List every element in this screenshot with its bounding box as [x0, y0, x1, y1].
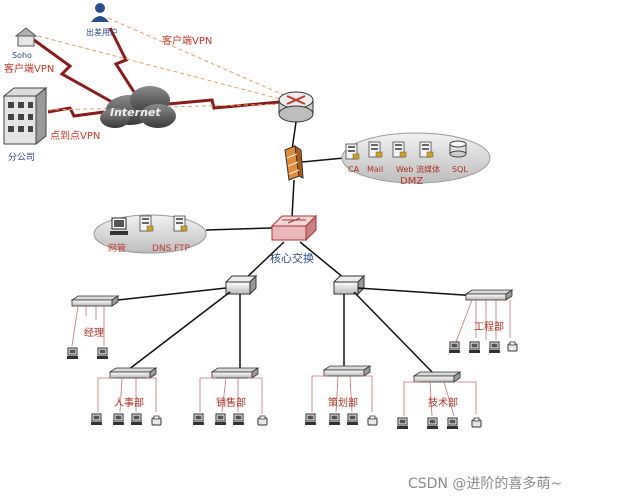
dmz-server-web-icon	[392, 141, 407, 158]
mgmt-label-ftp: FTP	[174, 244, 191, 254]
engineering-pc-icon	[448, 341, 461, 354]
access-switch-manager-icon	[71, 295, 119, 307]
core-links	[243, 241, 345, 281]
access-switch-planning-icon	[323, 365, 371, 377]
link-mgmt-core	[205, 227, 273, 231]
sales-pc-icon	[232, 413, 245, 426]
vpn-soho-router	[37, 35, 285, 101]
client-vpn-left-label: 客户端VPN	[4, 62, 54, 75]
dmz-label-sql: SQL	[452, 165, 468, 174]
wan-link-traveler	[108, 27, 136, 93]
firewall-icon	[284, 144, 304, 181]
mgmt-ftp-server-icon	[173, 215, 188, 232]
engineering-pc-icon	[468, 341, 481, 354]
manager-pc-icon	[66, 347, 79, 360]
planning-printer-icon	[367, 415, 378, 426]
distribution-switch-left-icon	[224, 274, 258, 296]
tech-pc-icon	[396, 417, 409, 430]
csdn-watermark: CSDN @进阶的喜多萌~	[408, 475, 562, 492]
mgmt-label-nms: 网管	[108, 242, 126, 254]
access-switch-hr-icon	[109, 367, 157, 379]
access-switch-engineering-icon	[465, 289, 513, 301]
dmz-title: DMZ	[400, 176, 423, 187]
link-firewall-core	[291, 179, 295, 219]
soho-house-icon	[14, 27, 38, 47]
traveler-label: 出差用户	[86, 27, 118, 37]
sales-printer-icon	[257, 415, 268, 426]
hr-pc-icon	[130, 413, 143, 426]
core-switch-label: 核心交换	[270, 251, 314, 265]
manager-pc-icon	[96, 347, 109, 360]
tech-pc-icon	[426, 417, 439, 430]
dmz-server-stream-icon	[419, 141, 434, 158]
link-firewall-dmz	[301, 157, 345, 163]
dmz-server-sql-icon	[449, 140, 467, 158]
engineering-printer-icon	[507, 341, 518, 352]
planning-pc-icon	[346, 413, 359, 426]
dmz-label-web: Web	[396, 165, 413, 174]
hr-printer-icon	[151, 415, 162, 426]
dept-label-sales: 销售部	[216, 396, 246, 409]
dmz-server-mail-icon	[368, 141, 383, 158]
dept-label-manager: 经理	[84, 326, 104, 339]
vpn-traveler-router	[107, 17, 287, 97]
branch-label: 分公司	[8, 152, 35, 163]
tech-printer-icon	[471, 417, 482, 428]
engineering-pc-icon	[488, 341, 501, 354]
sales-pc-icon	[214, 413, 227, 426]
dept-label-hr: 人事部	[114, 396, 144, 409]
distribution-links	[99, 287, 479, 375]
mgmt-dns-server-icon	[139, 215, 154, 232]
access-switch-sales-icon	[211, 367, 259, 379]
core-switch-icon	[270, 214, 318, 242]
client-vpn-top-label: 客户端VPN	[162, 34, 212, 47]
dmz-server-ca-icon	[345, 143, 360, 160]
internet-cloud: Internet	[100, 86, 176, 128]
sales-pc-icon	[192, 413, 205, 426]
tech-pc-icon	[446, 417, 459, 430]
mgmt-label-dns: DNS	[152, 244, 172, 254]
hr-pc-icon	[112, 413, 125, 426]
hr-pc-icon	[90, 413, 103, 426]
planning-pc-icon	[328, 413, 341, 426]
mgmt-pc-icon	[110, 217, 128, 235]
branch-building-icon	[2, 86, 48, 146]
dept-label-tech: 技术部	[428, 396, 458, 409]
link-router-firewall	[291, 121, 297, 151]
drop-wires	[71, 299, 511, 417]
planning-pc-icon	[304, 413, 317, 426]
p2p-vpn-label: 点到点VPN	[50, 130, 100, 142]
traveler-user-icon	[91, 3, 109, 22]
soho-label: Soho	[12, 51, 32, 60]
dept-label-engineering: 工程部	[474, 320, 504, 333]
dmz-label-ca: CA	[348, 165, 360, 174]
dept-label-planning: 策划部	[328, 396, 358, 409]
access-switch-tech-icon	[413, 371, 461, 383]
wan-link-soho	[33, 38, 113, 104]
dmz-label-stream: 流媒体	[416, 164, 440, 174]
router-icon	[278, 91, 314, 123]
distribution-switch-right-icon	[332, 274, 366, 296]
dmz-label-mail: Mail	[367, 165, 383, 174]
internet-label: Internet	[110, 106, 161, 119]
